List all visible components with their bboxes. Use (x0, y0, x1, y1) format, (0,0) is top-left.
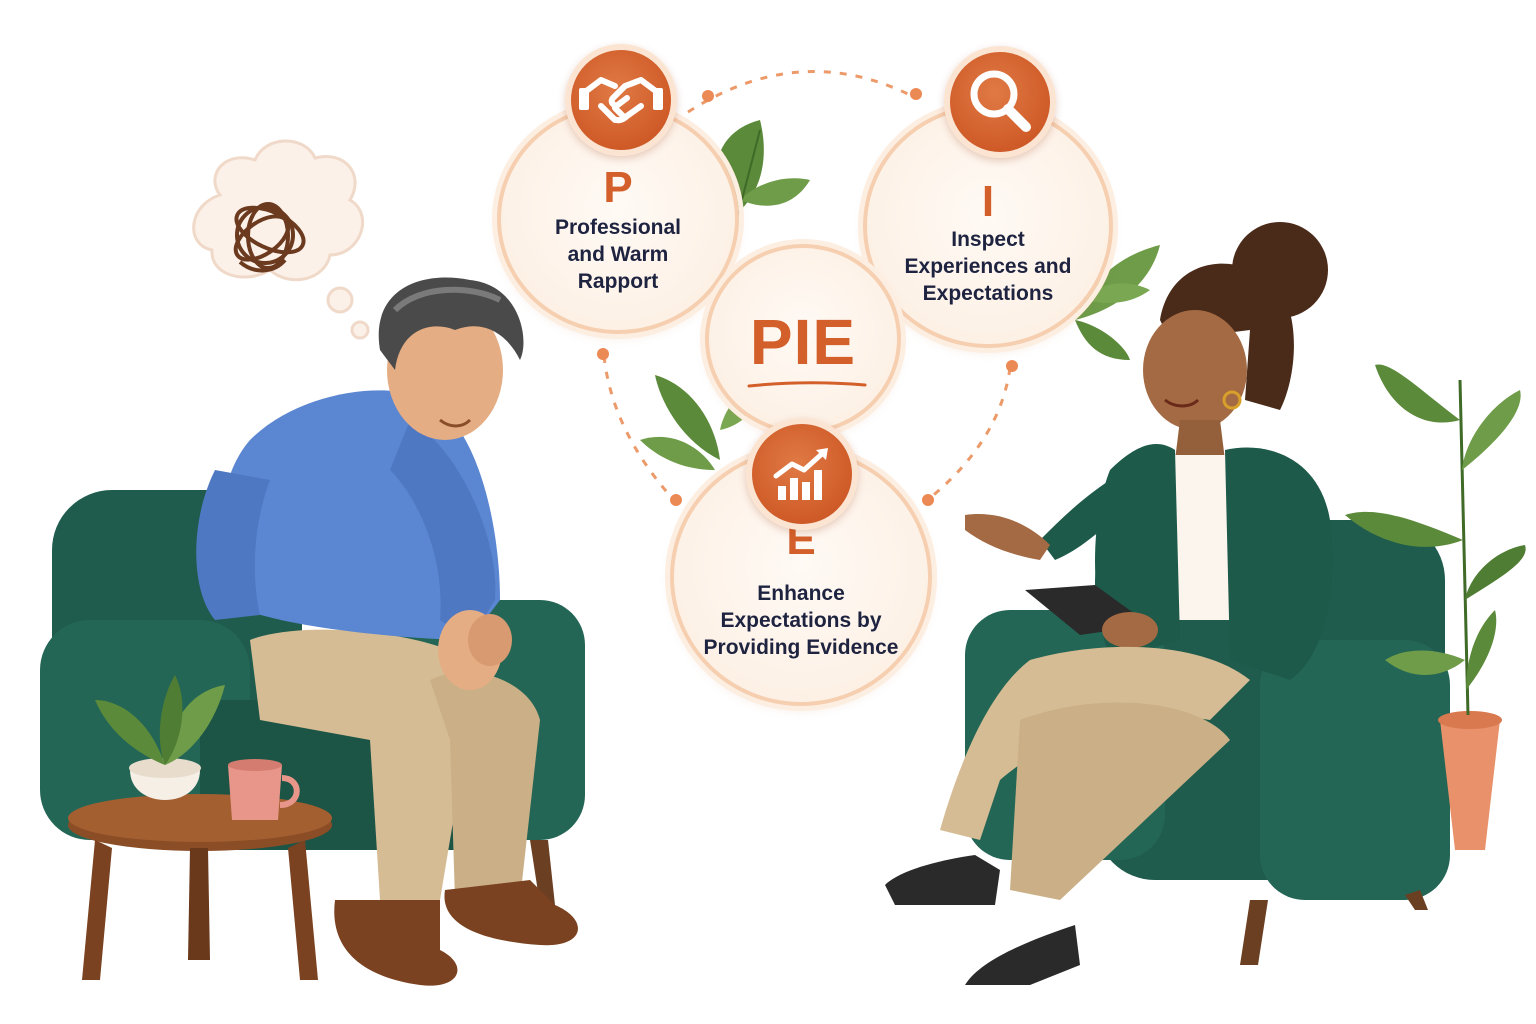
tall-plant-icon (1345, 364, 1526, 850)
leaf-icon (1075, 245, 1160, 360)
step-label: Enhance Expectations by Providing Eviden… (703, 582, 899, 659)
handshake-icon (565, 44, 677, 156)
step-label: Professional and Warm Rapport (554, 216, 682, 293)
mug-icon (228, 759, 300, 820)
title-underline (747, 381, 867, 388)
client-man-icon (196, 277, 578, 986)
potted-plant-icon (95, 675, 225, 800)
tangled-thought-icon (233, 202, 306, 273)
cycle-connectors (602, 70, 1012, 500)
center-circle: PIE (705, 244, 901, 434)
step-letter: I (981, 177, 995, 226)
side-table (68, 794, 332, 980)
center-title: PIE (749, 306, 857, 378)
thought-bubble (192, 139, 370, 340)
step-letter: P (603, 163, 633, 212)
therapist-woman-icon (885, 222, 1333, 985)
step-label: Inspect Experiences and Expectations (904, 228, 1072, 305)
magnifier-icon (944, 46, 1056, 158)
growth-chart-icon (746, 418, 858, 530)
